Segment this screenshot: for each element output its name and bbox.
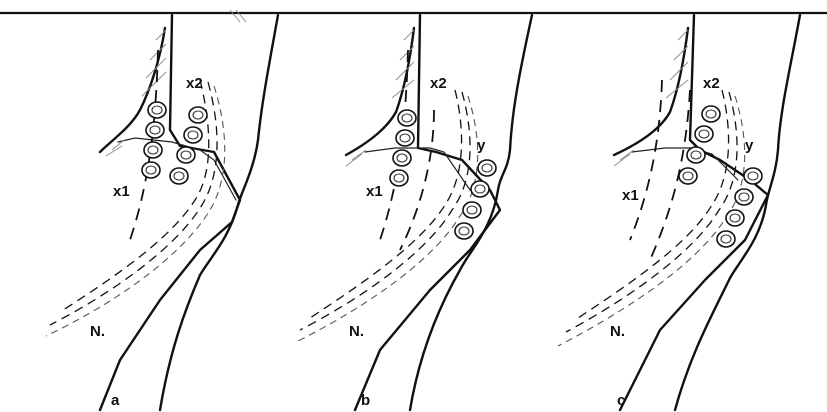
panel-b-label-x2: x2 [430,75,447,92]
panel-b-plate-y [455,160,496,239]
panel-c-nerve-line-2 [566,92,737,332]
panel-b: x2 y x1 N. b [296,15,532,410]
panel-a-nerve-line-1 [60,80,209,312]
panel-c-vessel-line [630,80,662,240]
panel-a-bone-hatching [106,10,246,156]
panel-c-nerve-line-1 [578,90,729,318]
panel-a-plate-x2 [170,107,207,184]
panel-a-label-x1: x1 [113,183,130,200]
panel-c-nerve-label: N. [610,323,625,340]
panel-b-label-y: y [477,137,486,154]
panel-a-limb-outline-right [160,15,278,410]
panel-c-bone-hatching [614,30,688,166]
panel-c: x2 y x1 N. c [558,15,800,410]
panel-c-letter: c [617,392,625,409]
panel-a-letter: a [111,392,120,409]
panel-c-bone-left [614,28,688,155]
panel-c-label-x1: x1 [622,187,639,204]
panel-c-limb-outline [620,15,768,410]
panel-c-plate-x2 [679,106,720,184]
panel-c-label-x2: x2 [703,75,720,92]
panel-a-limb-outline [100,15,240,410]
panel-b-letter: b [361,392,370,409]
panel-b-label-x1: x1 [366,183,383,200]
panel-a: x2 x1 N. a [46,10,278,410]
panel-a-label-x2: x2 [186,75,203,92]
panel-a-nerve-label: N. [90,323,105,340]
panel-c-label-y: y [745,137,754,154]
panel-b-nerve-label: N. [349,323,364,340]
